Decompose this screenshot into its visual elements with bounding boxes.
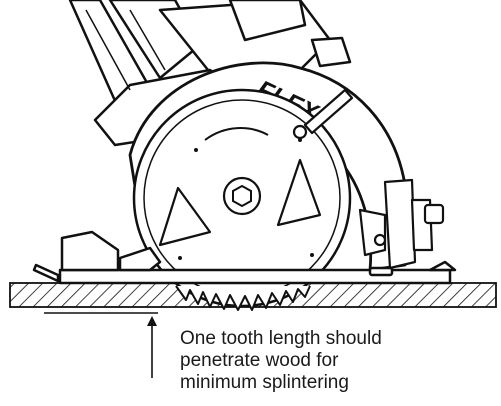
caption-line-1: One tooth length should [180,328,382,349]
splintering-caption: One tooth length should penetrate wood f… [180,328,495,394]
penetration-indicator [44,312,158,378]
saw-blade [132,88,352,311]
saw-handle [68,0,352,147]
saw-right-housing [358,178,445,270]
saw-base-plate [32,230,457,285]
caption-line-3: minimum splintering [180,372,349,393]
guard-lever [292,88,354,140]
caption-line-2: penetrate wood for [180,350,339,371]
